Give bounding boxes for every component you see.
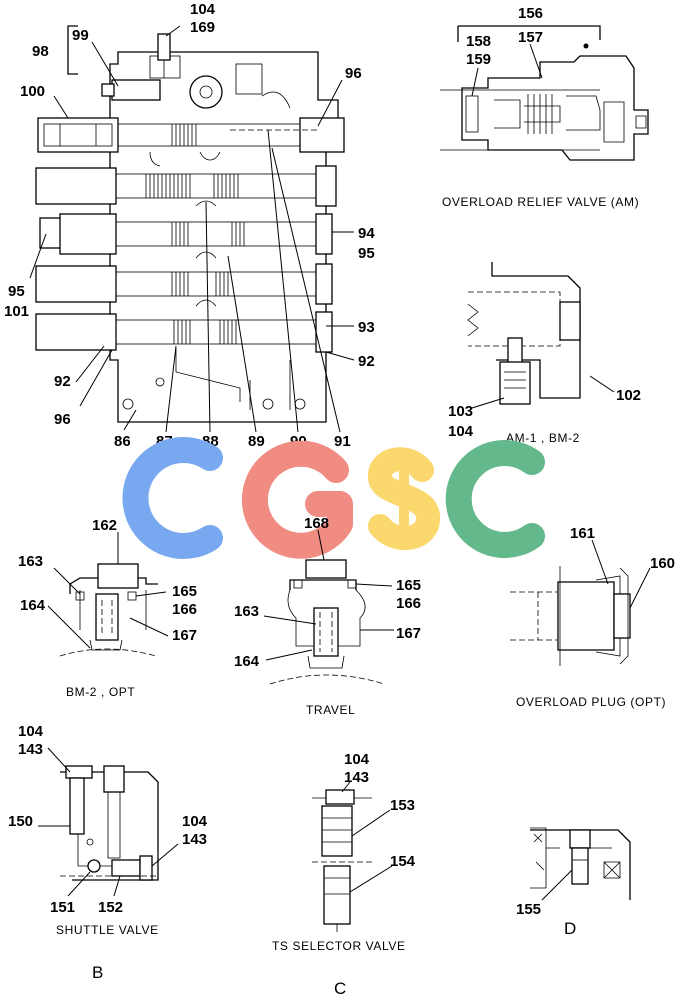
- label-143-ts: 143: [344, 769, 369, 786]
- label-104-ts: 104: [344, 751, 370, 768]
- label-95-right: 95: [358, 245, 375, 262]
- label-166-bm: 166: [172, 601, 197, 618]
- label-164-bm: 164: [20, 597, 46, 614]
- caption-shuttle: SHUTTLE VALVE: [56, 923, 159, 937]
- label-104-shuttle-right: 104: [182, 813, 208, 830]
- detail-d-view: 155 D: [516, 827, 631, 938]
- logo-letter-c1: [122, 437, 223, 559]
- caption-ts-selector: TS SELECTOR VALVE: [272, 939, 406, 953]
- label-95-left: 95: [8, 283, 25, 300]
- label-163-bm: 163: [18, 553, 43, 570]
- ts-selector-valve-view: 104 143 153 154 TS SELECTOR VALVE C: [272, 751, 416, 998]
- label-159: 159: [466, 51, 491, 68]
- view-letter-d: D: [564, 919, 576, 938]
- caption-am-bm: AM-1 , BM-2: [506, 431, 580, 445]
- label-156: 156: [518, 5, 543, 22]
- label-92-right: 92: [358, 353, 375, 370]
- caption-bm2-opt: BM-2 , OPT: [66, 685, 135, 699]
- label-100: 100: [20, 83, 45, 100]
- label-157: 157: [518, 29, 543, 46]
- label-143-shuttle-right: 143: [182, 831, 207, 848]
- label-153: 153: [390, 797, 415, 814]
- label-150: 150: [8, 813, 33, 830]
- label-158: 158: [466, 33, 491, 50]
- label-166-travel: 166: [396, 595, 421, 612]
- label-104: 104: [190, 1, 216, 18]
- label-104-shuttle-top: 104: [18, 723, 44, 740]
- label-103: 103: [448, 403, 473, 420]
- label-104-am: 104: [448, 423, 474, 440]
- label-163-travel: 163: [234, 603, 259, 620]
- label-154: 154: [390, 853, 416, 870]
- label-89: 89: [248, 433, 265, 450]
- bm2-opt-view: 162 163 164 165 166 167 BM-2 , OPT: [18, 517, 197, 699]
- label-169: 169: [190, 19, 215, 36]
- label-164-travel: 164: [234, 653, 260, 670]
- label-168: 168: [304, 515, 329, 532]
- caption-travel: TRAVEL: [306, 703, 355, 717]
- label-151: 151: [50, 899, 75, 916]
- label-99: 99: [72, 27, 89, 44]
- label-98: 98: [32, 43, 49, 60]
- caption-overload-relief: OVERLOAD RELIEF VALVE (AM): [442, 195, 639, 209]
- logo-letter-g: [241, 440, 353, 559]
- logo-letter-c2: [445, 440, 545, 558]
- cgsc-logo: [122, 437, 545, 559]
- label-161: 161: [570, 525, 595, 542]
- label-101: 101: [4, 303, 29, 320]
- label-92-left: 92: [54, 373, 71, 390]
- shuttle-valve-view: 104 143 150 104 143 151 152 SHUTTLE VALV…: [8, 723, 208, 982]
- main-valve-view: 98 99 104 169 96 100 94 95 95 101 93 92 …: [4, 1, 375, 450]
- am1-bm2-view: 102 103 104 AM-1 , BM-2: [448, 262, 641, 445]
- label-167-travel: 167: [396, 625, 421, 642]
- label-165-travel: 165: [396, 577, 421, 594]
- label-86: 86: [114, 433, 131, 450]
- label-91: 91: [334, 433, 351, 450]
- label-165-bm: 165: [172, 583, 197, 600]
- label-102: 102: [616, 387, 641, 404]
- label-94: 94: [358, 225, 375, 242]
- label-152: 152: [98, 899, 123, 916]
- view-letter-c: C: [334, 979, 346, 998]
- label-155: 155: [516, 901, 541, 918]
- view-letter-b: B: [92, 963, 103, 982]
- label-96-bottom: 96: [54, 411, 71, 428]
- label-93: 93: [358, 319, 375, 336]
- caption-overload-plug: OVERLOAD PLUG (OPT): [516, 695, 666, 709]
- label-143-shuttle-top: 143: [18, 741, 43, 758]
- label-162: 162: [92, 517, 117, 534]
- label-167-bm: 167: [172, 627, 197, 644]
- overload-plug-view: 161 160 OVERLOAD PLUG (OPT): [510, 525, 675, 709]
- travel-view: 168 163 164 165 166 167 TRAVEL: [234, 515, 421, 717]
- label-160: 160: [650, 555, 675, 572]
- overload-relief-valve-view: 156 158 159 157 OVERLOAD RELIEF VALVE (A…: [440, 5, 649, 209]
- label-96-top: 96: [345, 65, 362, 82]
